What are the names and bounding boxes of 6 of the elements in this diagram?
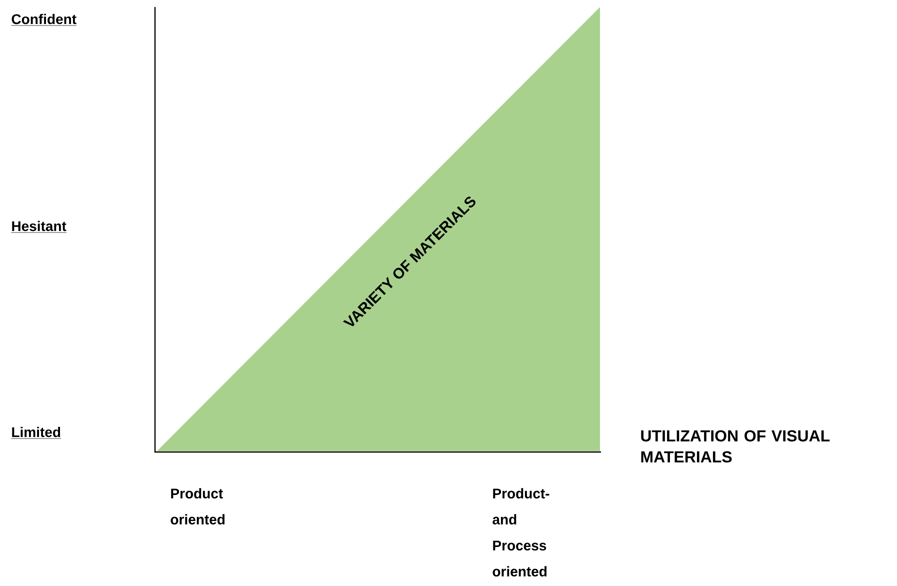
axis-title: UTILIZATION OF VISUAL MATERIALS [641,430,830,463]
axis-level-label: Confident [11,14,77,26]
axis-category-label: Product- and Process oriented [492,488,550,576]
axis-level-label: Hesitant [11,220,67,233]
axis-category-label: Product oriented [170,488,225,524]
axis-level-label: Limited [11,426,62,439]
